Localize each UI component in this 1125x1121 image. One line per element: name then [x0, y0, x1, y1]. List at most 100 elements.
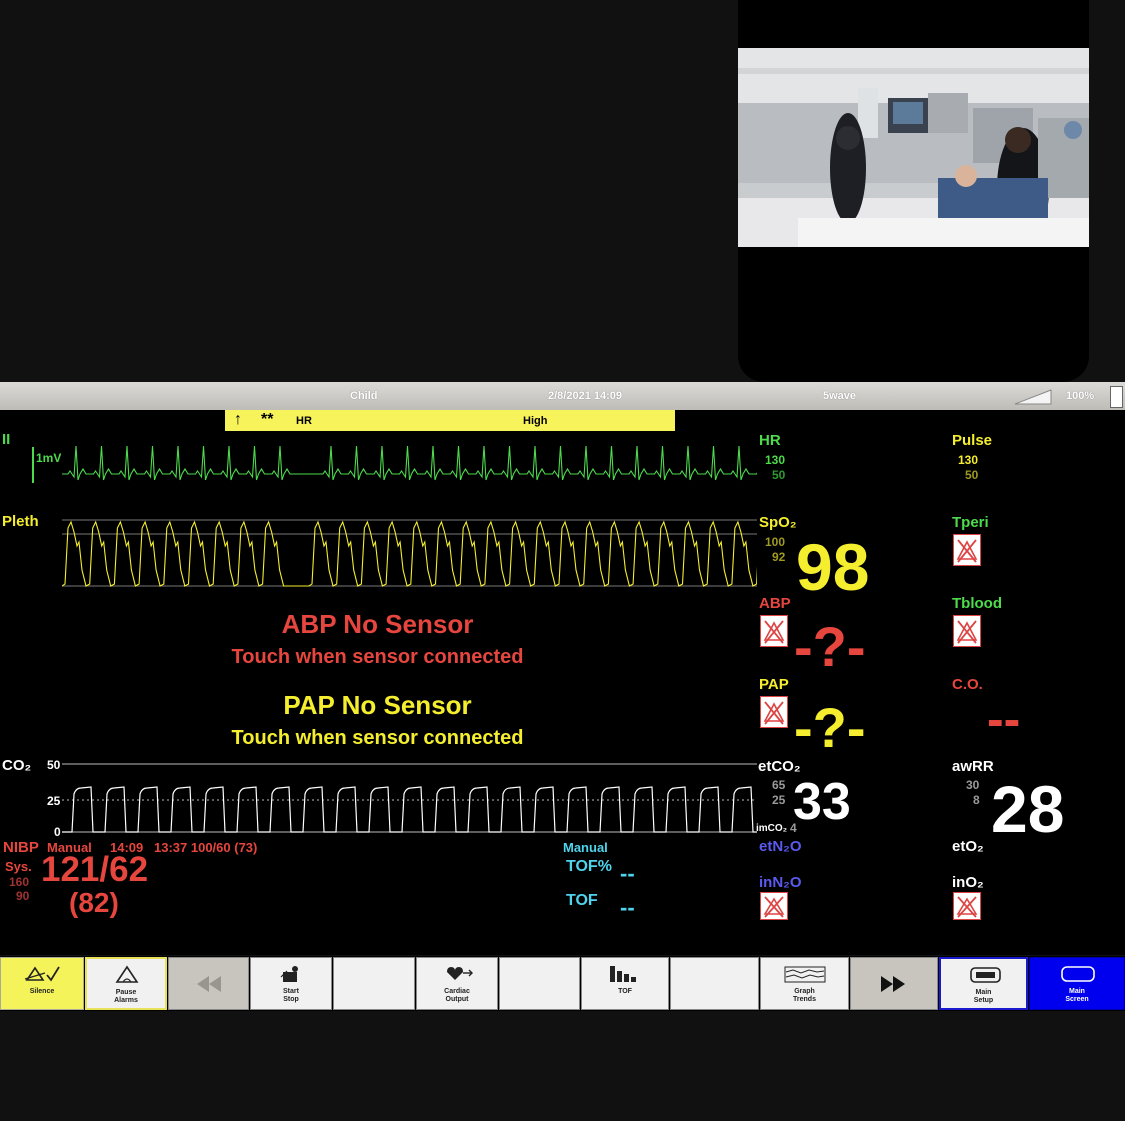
pap-parameter-box[interactable]: PAP -?- [758, 676, 948, 756]
pleth-waveform[interactable] [62, 518, 757, 593]
pause-alarms-icon [115, 965, 139, 983]
etn2o-label: etN₂O [759, 838, 802, 855]
empty-button-2[interactable] [499, 957, 580, 1010]
silence-label: Silence [29, 988, 55, 995]
start-stop-label-1: Start [283, 988, 299, 995]
ecg-waveform[interactable] [62, 438, 757, 482]
main-screen-label-2: Screen [1065, 996, 1089, 1003]
awrr-parameter-box[interactable]: awRR 30 8 28 [951, 758, 1121, 848]
tof-value: -- [620, 895, 635, 920]
abp-parameter-box[interactable]: ABP -?- [758, 595, 948, 675]
spo2-alarm-upper: 100 [765, 535, 786, 549]
tperi-no-sensor-icon [953, 534, 981, 566]
start-stop-label-2: Stop [283, 996, 299, 1003]
co2-scale-bottom: 0 [54, 825, 61, 839]
tof-bars-icon [610, 966, 636, 982]
pap-value: -?- [794, 696, 866, 759]
spo2-parameter-box[interactable]: SpO₂ 100 92 98 [758, 514, 948, 600]
pap-no-sensor-icon [760, 696, 788, 728]
etco2-label: etCO₂ [758, 758, 801, 775]
tof-button[interactable]: TOF [581, 957, 669, 1010]
co-parameter-box[interactable]: C.O. -- [951, 676, 1121, 756]
cardiac-output-label-2: Output [445, 996, 469, 1003]
graph-trends-label-1: Graph [794, 988, 815, 995]
tof-parameter-box[interactable]: Manual TOF% -- TOF -- [560, 837, 710, 927]
ecg-scale-label: 1mV [36, 451, 62, 465]
alarm-banner[interactable]: ↑ ** HR High [225, 410, 675, 431]
ino2-label: inO₂ [952, 874, 984, 891]
etn2o-parameter-box[interactable]: etN₂O [758, 838, 948, 868]
ecg-lead-label: II [2, 431, 11, 448]
main-screen-icon [1061, 966, 1095, 982]
empty-button-3[interactable] [670, 957, 759, 1010]
datetime: 2/8/2021 14:09 [548, 390, 623, 402]
imco2-value: 4 [790, 821, 797, 835]
co2-waveform[interactable] [62, 760, 757, 835]
alarm-arrow-icon: ↑ [234, 411, 242, 428]
main-setup-label-2: Setup [973, 997, 994, 1004]
abp-value: -?- [794, 615, 866, 678]
abp-no-sensor-hint: Touch when sensor connected [231, 646, 524, 668]
forward-button[interactable] [850, 957, 938, 1010]
ino2-parameter-box[interactable]: inO₂ [951, 874, 1121, 924]
cardiac-output-icon [447, 967, 473, 980]
battery-percent: 100% [1066, 390, 1095, 402]
spo2-label: SpO₂ [759, 514, 797, 531]
tof-mode: Manual [563, 840, 608, 855]
pulse-parameter-box[interactable]: Pulse 130 50 [951, 432, 1121, 492]
abp-no-sensor-title: ABP No Sensor [281, 609, 474, 639]
pulse-label: Pulse [952, 432, 993, 449]
profile-name: 5wave [823, 390, 857, 402]
tblood-no-sensor-icon [953, 615, 981, 647]
video-call-panel[interactable] [738, 0, 1089, 382]
rewind-button[interactable] [168, 957, 249, 1010]
tof-percent-value: -- [620, 861, 635, 886]
inn2o-parameter-box[interactable]: inN₂O [758, 874, 948, 924]
empty-button-1[interactable] [333, 957, 415, 1010]
awrr-label: awRR [952, 758, 994, 775]
hr-label: HR [759, 432, 781, 449]
eto2-parameter-box[interactable]: etO₂ [951, 838, 1121, 868]
pap-no-sensor-message[interactable]: PAP No Sensor Touch when sensor connecte… [150, 690, 605, 750]
pleth-trace [62, 520, 757, 587]
hr-alarm-upper: 130 [765, 453, 786, 467]
tblood-label: Tblood [952, 595, 1002, 612]
hr-alarm-lower: 50 [772, 468, 786, 482]
nibp-alarm-lower: 90 [16, 889, 30, 903]
eto2-label: etO₂ [952, 838, 984, 855]
tof-percent-label: TOF% [566, 858, 612, 875]
ecg-scale-bar [32, 447, 34, 483]
pulse-alarm-lower: 50 [965, 468, 979, 482]
tblood-parameter-box[interactable]: Tblood [951, 595, 1121, 655]
cardiac-output-label-1: Cardiac [444, 988, 470, 995]
tperi-label: Tperi [952, 514, 989, 531]
nibp-time: 14:09 [110, 840, 144, 855]
alarm-parameter: HR [296, 415, 312, 427]
tperi-parameter-box[interactable]: Tperi [951, 514, 1121, 574]
spo2-value: 98 [796, 530, 870, 604]
abp-no-sensor-message[interactable]: ABP No Sensor Touch when sensor connecte… [150, 609, 605, 669]
tof-label: TOF [566, 892, 598, 909]
co-value: -- [987, 691, 1021, 747]
main-setup-label-1: Main [975, 989, 992, 996]
nibp-parameter-box[interactable]: NIBP Manual 14:09 13:37 100/60 (73) Sys.… [0, 837, 330, 927]
nibp-mode: Manual [47, 840, 92, 855]
inn2o-label: inN₂O [759, 874, 802, 891]
hr-parameter-box[interactable]: HR 130 50 [758, 432, 948, 492]
silence-button[interactable]: Silence [0, 957, 84, 1010]
awrr-value: 28 [991, 772, 1065, 846]
nibp-previous: 13:37 100/60 (73) [154, 840, 258, 855]
graph-trends-label-2: Trends [793, 996, 816, 1003]
awrr-alarm-upper: 30 [966, 778, 980, 792]
patient-type: Child [350, 390, 378, 402]
alarm-stars: ** [261, 411, 274, 428]
etco2-parameter-box[interactable]: etCO₂ 65 25 33 imCO₂ 4 [755, 758, 948, 838]
co2-trace [62, 786, 757, 833]
